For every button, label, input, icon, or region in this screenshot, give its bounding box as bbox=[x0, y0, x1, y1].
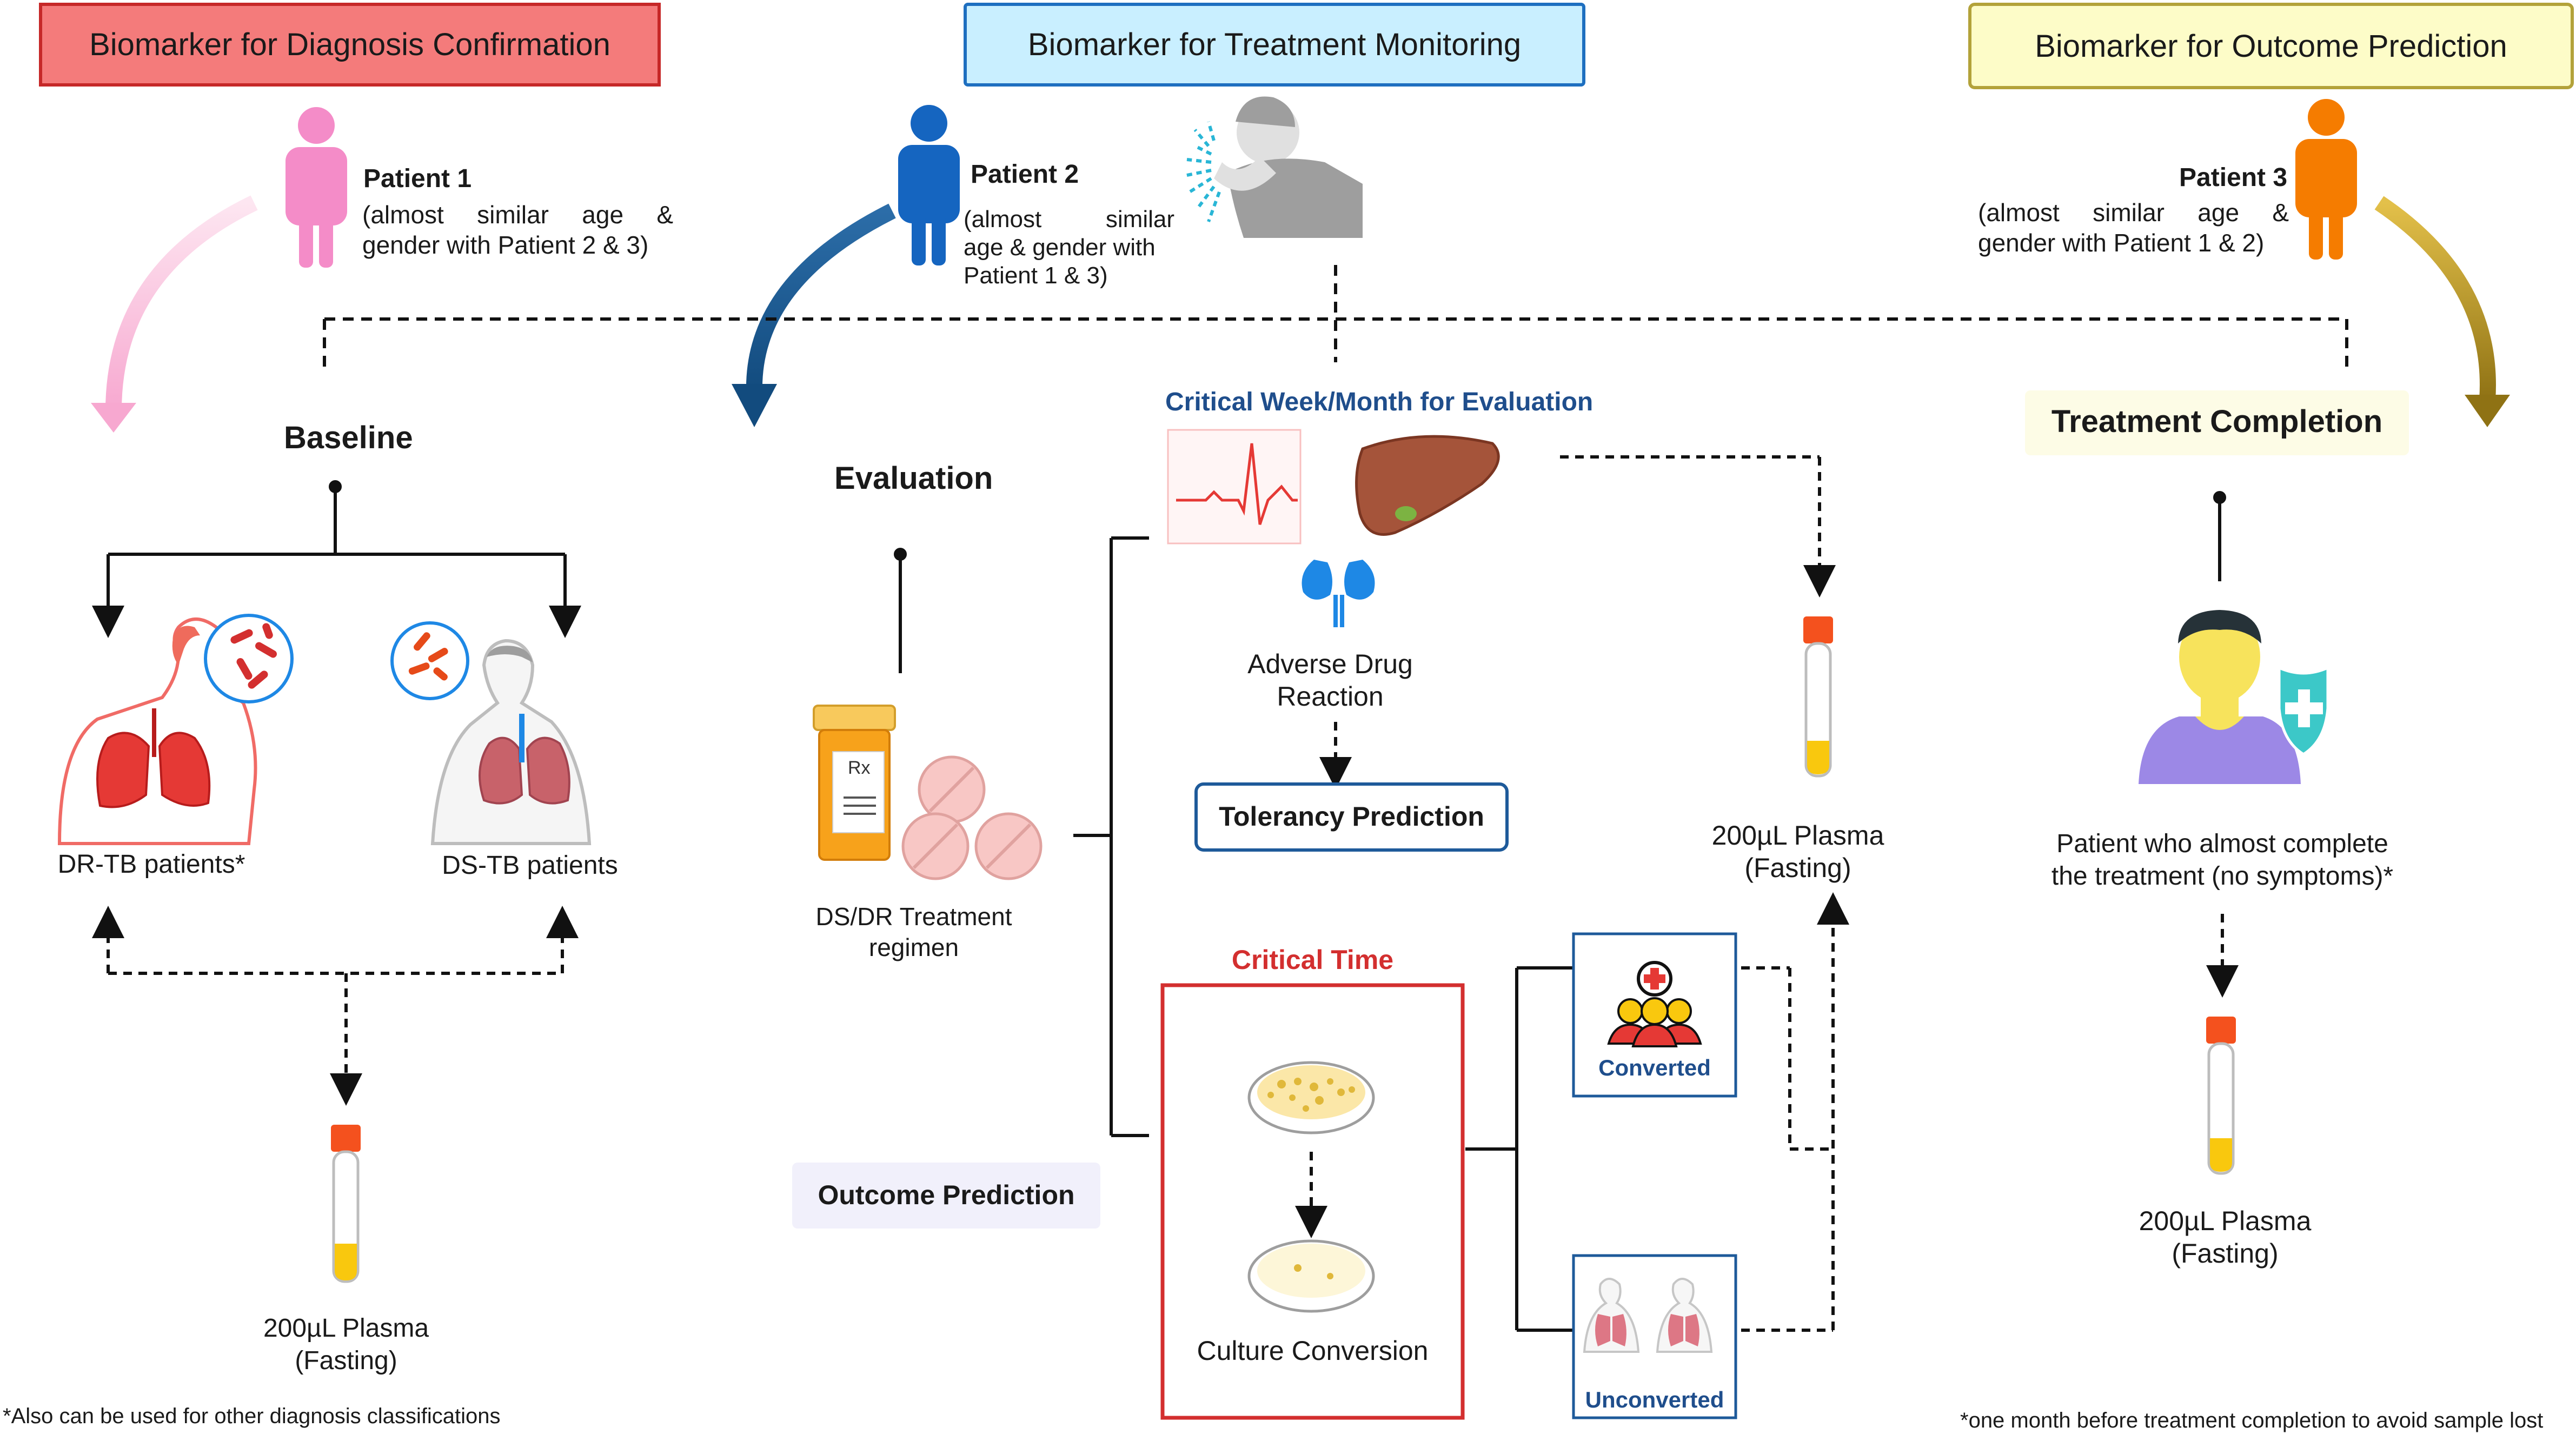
label-dr-tb: DR-TB patients* bbox=[57, 850, 245, 879]
kidney-icon bbox=[1302, 560, 1375, 627]
patient3-icon bbox=[2295, 99, 2357, 260]
tolerancy-box bbox=[1194, 782, 1509, 852]
patient2-desc-line1: (almost similar bbox=[964, 206, 1174, 233]
patient1-desc-line2: gender with Patient 2 & 3) bbox=[362, 231, 649, 259]
plasma-tube-completion bbox=[2206, 1017, 2236, 1175]
evaluation-dashed-arrows bbox=[1295, 455, 1849, 1332]
label-unconverted: Unconverted bbox=[1585, 1387, 1724, 1412]
stage-evaluation: Evaluation bbox=[834, 461, 993, 496]
label-adr-line1: Adverse Drug bbox=[1247, 649, 1413, 679]
outcome-prediction-box bbox=[792, 1163, 1100, 1229]
patient3-desc-line1: (almost similar age & bbox=[1978, 198, 2289, 227]
completion-plasma-volume: 200µL Plasma bbox=[2139, 1206, 2312, 1236]
label-outcome-prediction: Outcome Prediction bbox=[818, 1180, 1075, 1210]
stage-critical-time: Critical Time bbox=[1231, 945, 1394, 975]
critical-time-box bbox=[1160, 983, 1465, 1420]
petri-dish-cleared bbox=[1247, 1239, 1375, 1313]
petri-dish-colonies bbox=[1247, 1061, 1375, 1134]
patient2-name: Patient 2 bbox=[971, 160, 1079, 189]
baseline-plasma-volume: 200µL Plasma bbox=[263, 1314, 429, 1343]
patient2-desc-line3: Patient 1 & 3) bbox=[964, 262, 1108, 289]
header-diagnosis-confirmation: Biomarker for Diagnosis Confirmation bbox=[39, 3, 661, 87]
baseline-plasma-connector bbox=[92, 906, 579, 1106]
patient3-name: Patient 3 bbox=[2179, 163, 2288, 192]
label-tolerancy-prediction: Tolerancy Prediction bbox=[1219, 801, 1484, 832]
stage-baseline: Baseline bbox=[284, 420, 413, 455]
plasma-tube-baseline bbox=[331, 1125, 361, 1283]
stage-critical-week: Critical Week/Month for Evaluation bbox=[1165, 388, 1594, 416]
patient1-desc-line1: (almost similar age & bbox=[362, 201, 673, 229]
patient2-desc-line2: age & gender with bbox=[964, 234, 1156, 261]
unconverted-patients-icon bbox=[1583, 1278, 1713, 1353]
patients-dashed-connector bbox=[323, 265, 2348, 368]
label-converted: Converted bbox=[1598, 1055, 1711, 1080]
recovered-patient-icon bbox=[2139, 610, 2329, 784]
rx-symbol: Rx bbox=[848, 758, 871, 778]
label-regimen-line2: regimen bbox=[868, 933, 959, 961]
label-culture-conversion: Culture Conversion bbox=[1197, 1336, 1429, 1366]
label-regimen-line1: DS/DR Treatment bbox=[815, 902, 1012, 931]
curved-arrow-patient3 bbox=[2374, 196, 2510, 427]
baseline-tree bbox=[92, 480, 581, 638]
patient2-icon bbox=[898, 105, 960, 265]
completion-tree bbox=[2206, 491, 2239, 998]
evaluation-plasma-fasting: (Fasting) bbox=[1744, 853, 1851, 883]
completion-plasma-fasting: (Fasting) bbox=[2172, 1238, 2279, 1269]
header-outcome-prediction: Biomarker for Outcome Prediction bbox=[1968, 3, 2574, 89]
label-ds-tb: DS-TB patients bbox=[442, 851, 618, 880]
ecg-icon bbox=[1167, 429, 1302, 545]
liver-icon bbox=[1355, 435, 1500, 536]
completion-box bbox=[2025, 390, 2409, 455]
converted-group-icon bbox=[1607, 961, 1702, 1047]
ds-tb-patient-illustration bbox=[390, 621, 592, 845]
medication-icon bbox=[813, 705, 1043, 880]
patient1-icon bbox=[286, 107, 347, 268]
label-completer-line1: Patient who almost complete bbox=[2056, 829, 2388, 858]
baseline-plasma-fasting: (Fasting) bbox=[295, 1346, 397, 1375]
dr-tb-patient-illustration bbox=[57, 614, 294, 845]
evaluation-plasma-volume: 200µL Plasma bbox=[1711, 820, 1884, 851]
evaluation-tree bbox=[894, 536, 1574, 1332]
footnote-left: *Also can be used for other diagnosis cl… bbox=[3, 1404, 501, 1428]
label-completer-line2: the treatment (no symptoms)* bbox=[2051, 862, 2394, 891]
curved-arrow-patient1 bbox=[91, 195, 258, 433]
coughing-person-icon bbox=[1184, 96, 1363, 238]
plasma-tube-evaluation bbox=[1803, 616, 1833, 778]
header-treatment-monitoring: Biomarker for Treatment Monitoring bbox=[964, 3, 1585, 87]
patient3-desc-line2: gender with Patient 1 & 2) bbox=[1978, 229, 2265, 257]
footnote-right: *one month before treatment completion t… bbox=[1960, 1409, 2544, 1432]
curved-arrow-patient2 bbox=[732, 203, 896, 427]
patient1-name: Patient 1 bbox=[363, 164, 472, 193]
stage-treatment-completion: Treatment Completion bbox=[2051, 404, 2383, 439]
label-adr-line2: Reaction bbox=[1277, 681, 1384, 712]
